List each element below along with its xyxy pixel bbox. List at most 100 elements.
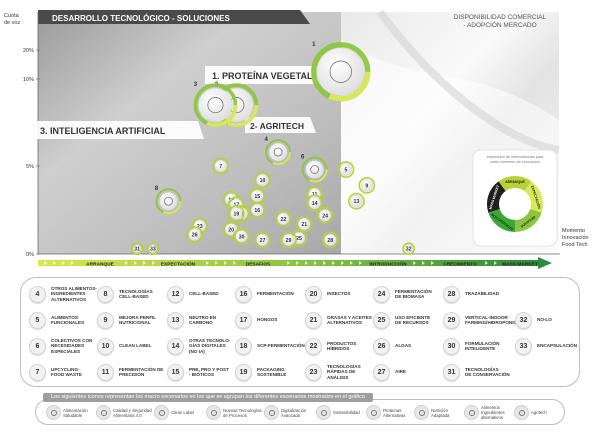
bubble-ring xyxy=(130,242,144,256)
macro-scenario-label: Agritech xyxy=(531,410,547,415)
bubble-13: 13 xyxy=(348,192,365,210)
legend-number: 12 xyxy=(167,285,184,303)
legend-number: 4 xyxy=(29,285,46,303)
phase-chevron xyxy=(341,261,344,265)
legend-label: MEJORA PERFIL NUTRICIONAL xyxy=(119,314,157,325)
header-right-line1: DISPONIBILIDAD COMERCIAL xyxy=(454,14,547,21)
bubble-ring-accent xyxy=(301,156,328,183)
legend-number: 29 xyxy=(443,311,460,329)
bubble-core xyxy=(256,233,269,247)
bubble-label: 29 xyxy=(286,238,292,244)
legend-label: VERTICAL-INDOOR FARMING/HIDROPONICS xyxy=(465,314,520,325)
sprout-icon xyxy=(514,405,529,420)
phase-label: DESAFIOS xyxy=(246,262,271,268)
callout-2: 2- AGRITECH xyxy=(245,117,316,133)
bubble-label: 30 xyxy=(239,234,245,240)
bubble-label: 14 xyxy=(312,201,318,207)
process-gears-icon xyxy=(206,405,221,420)
bubble-7: 7 xyxy=(212,157,230,175)
macro-scenario-label: Sostenibilidad xyxy=(333,410,360,415)
bubble-core xyxy=(277,212,290,226)
legend-label: FERMENTACIÓN xyxy=(257,291,294,297)
bubble-label: 13 xyxy=(354,199,360,205)
donut-label: MASS MARKET xyxy=(488,184,500,210)
phase-chevron xyxy=(71,261,74,265)
legend-label: HONGOS xyxy=(257,317,278,323)
legend-number: 11 xyxy=(97,363,114,381)
bubble-label: 6 xyxy=(301,155,305,161)
phase-chevron xyxy=(422,261,425,265)
macro-scenario-item: Proteínas Alternativas xyxy=(366,405,405,420)
bubble-ring-accent xyxy=(311,42,371,102)
y-tick-label: 0% xyxy=(26,252,34,258)
bubble-30: 30 xyxy=(233,227,250,245)
bubble-ring-accent xyxy=(155,188,182,215)
phase-chevron xyxy=(215,261,218,265)
bubble-label: 21 xyxy=(301,222,307,228)
scenario-icon xyxy=(329,60,352,83)
donut-segment xyxy=(524,181,543,213)
legend-number: 14 xyxy=(167,337,184,355)
macro-scenario-label: Digitalización Avanzada xyxy=(281,407,307,418)
legend-label: SCP-FERMENTACIÓN xyxy=(257,343,305,349)
bubble-core xyxy=(360,179,374,192)
bubble-label: 7 xyxy=(219,164,222,170)
macro-scenario-label: Alimentos Ingredientes alternativos xyxy=(481,405,505,420)
bubble-ring-accent xyxy=(265,139,292,166)
bubble-core xyxy=(268,142,288,162)
bubble-ring xyxy=(348,192,365,210)
legend-label: ENCAPSULACIÓN xyxy=(537,343,578,349)
phase-chevron xyxy=(431,261,434,265)
legend-number: 27 xyxy=(373,363,390,381)
legend-label: PRE, PRO Y POST - BIÓTICOS xyxy=(189,366,229,377)
bubble-core xyxy=(316,47,366,96)
macro-scenario-item: Clean Label xyxy=(154,405,194,420)
bubble-29: 29 xyxy=(280,231,297,249)
scenario-icon xyxy=(207,97,224,114)
bubble-31: 31 xyxy=(130,242,144,256)
legend-label: TECNOLOGÍAS DE CONSERVACIÓN xyxy=(465,366,510,377)
bubble-ring xyxy=(227,205,245,222)
bubble-21: 21 xyxy=(295,215,313,233)
macro-scenario-item: Sostenibilidad xyxy=(316,405,360,420)
callout-2-text: 2- AGRITECH xyxy=(250,121,304,131)
legend-number: 26 xyxy=(373,337,390,355)
callout-3: 3. INTELIGENCIA ARTIFICIAL xyxy=(34,121,204,139)
legend-number: 16 xyxy=(235,285,252,303)
legend-label: GRASAS Y ACEITES ALTERNATIVOS xyxy=(327,314,372,325)
x-title-1: Momento xyxy=(562,228,585,234)
bubble-label: 20 xyxy=(228,227,234,233)
y-title-1: Cuota xyxy=(4,13,20,19)
bubble-9: 9 xyxy=(358,176,376,194)
phase-chevron xyxy=(44,261,47,265)
header-title: DESARROLLO TECNOLÓGICO - SOLUCIONES xyxy=(52,14,230,23)
legend-label: ALGAS xyxy=(395,343,412,349)
recycle-icon xyxy=(316,405,331,420)
legend-number: 30 xyxy=(443,337,460,355)
legend-item-29: 29 VERTICAL-INDOOR FARMING/HIDROPONICS xyxy=(443,310,520,330)
nutrition-icon xyxy=(414,405,429,420)
chart-area: DESARROLLO TECNOLÓGICO - SOLUCIONES DISP… xyxy=(4,9,589,269)
x-title-3: Food Tech xyxy=(562,242,588,248)
legend-label: OTROS ALIMENTOS- INGREDIENTES ALTERNATIV… xyxy=(51,285,97,302)
legend-number: 6 xyxy=(29,337,46,355)
bubble-ring xyxy=(280,231,297,249)
bubble-ring xyxy=(337,161,355,178)
legend-label: OTRAS TECNOLO- GÍAS DIGITALES (NO IA) xyxy=(189,337,231,354)
bubble-ring xyxy=(321,231,339,249)
y-tick-label: 10% xyxy=(23,77,34,83)
bubble-ring xyxy=(254,231,271,249)
callout-1: 1. PROTEÍNA VEGETAL xyxy=(205,66,324,84)
legend-label: ALIMENTOS FUNCIONALES xyxy=(51,314,85,325)
bubble-core xyxy=(339,163,353,176)
legend-number: 20 xyxy=(305,285,322,303)
